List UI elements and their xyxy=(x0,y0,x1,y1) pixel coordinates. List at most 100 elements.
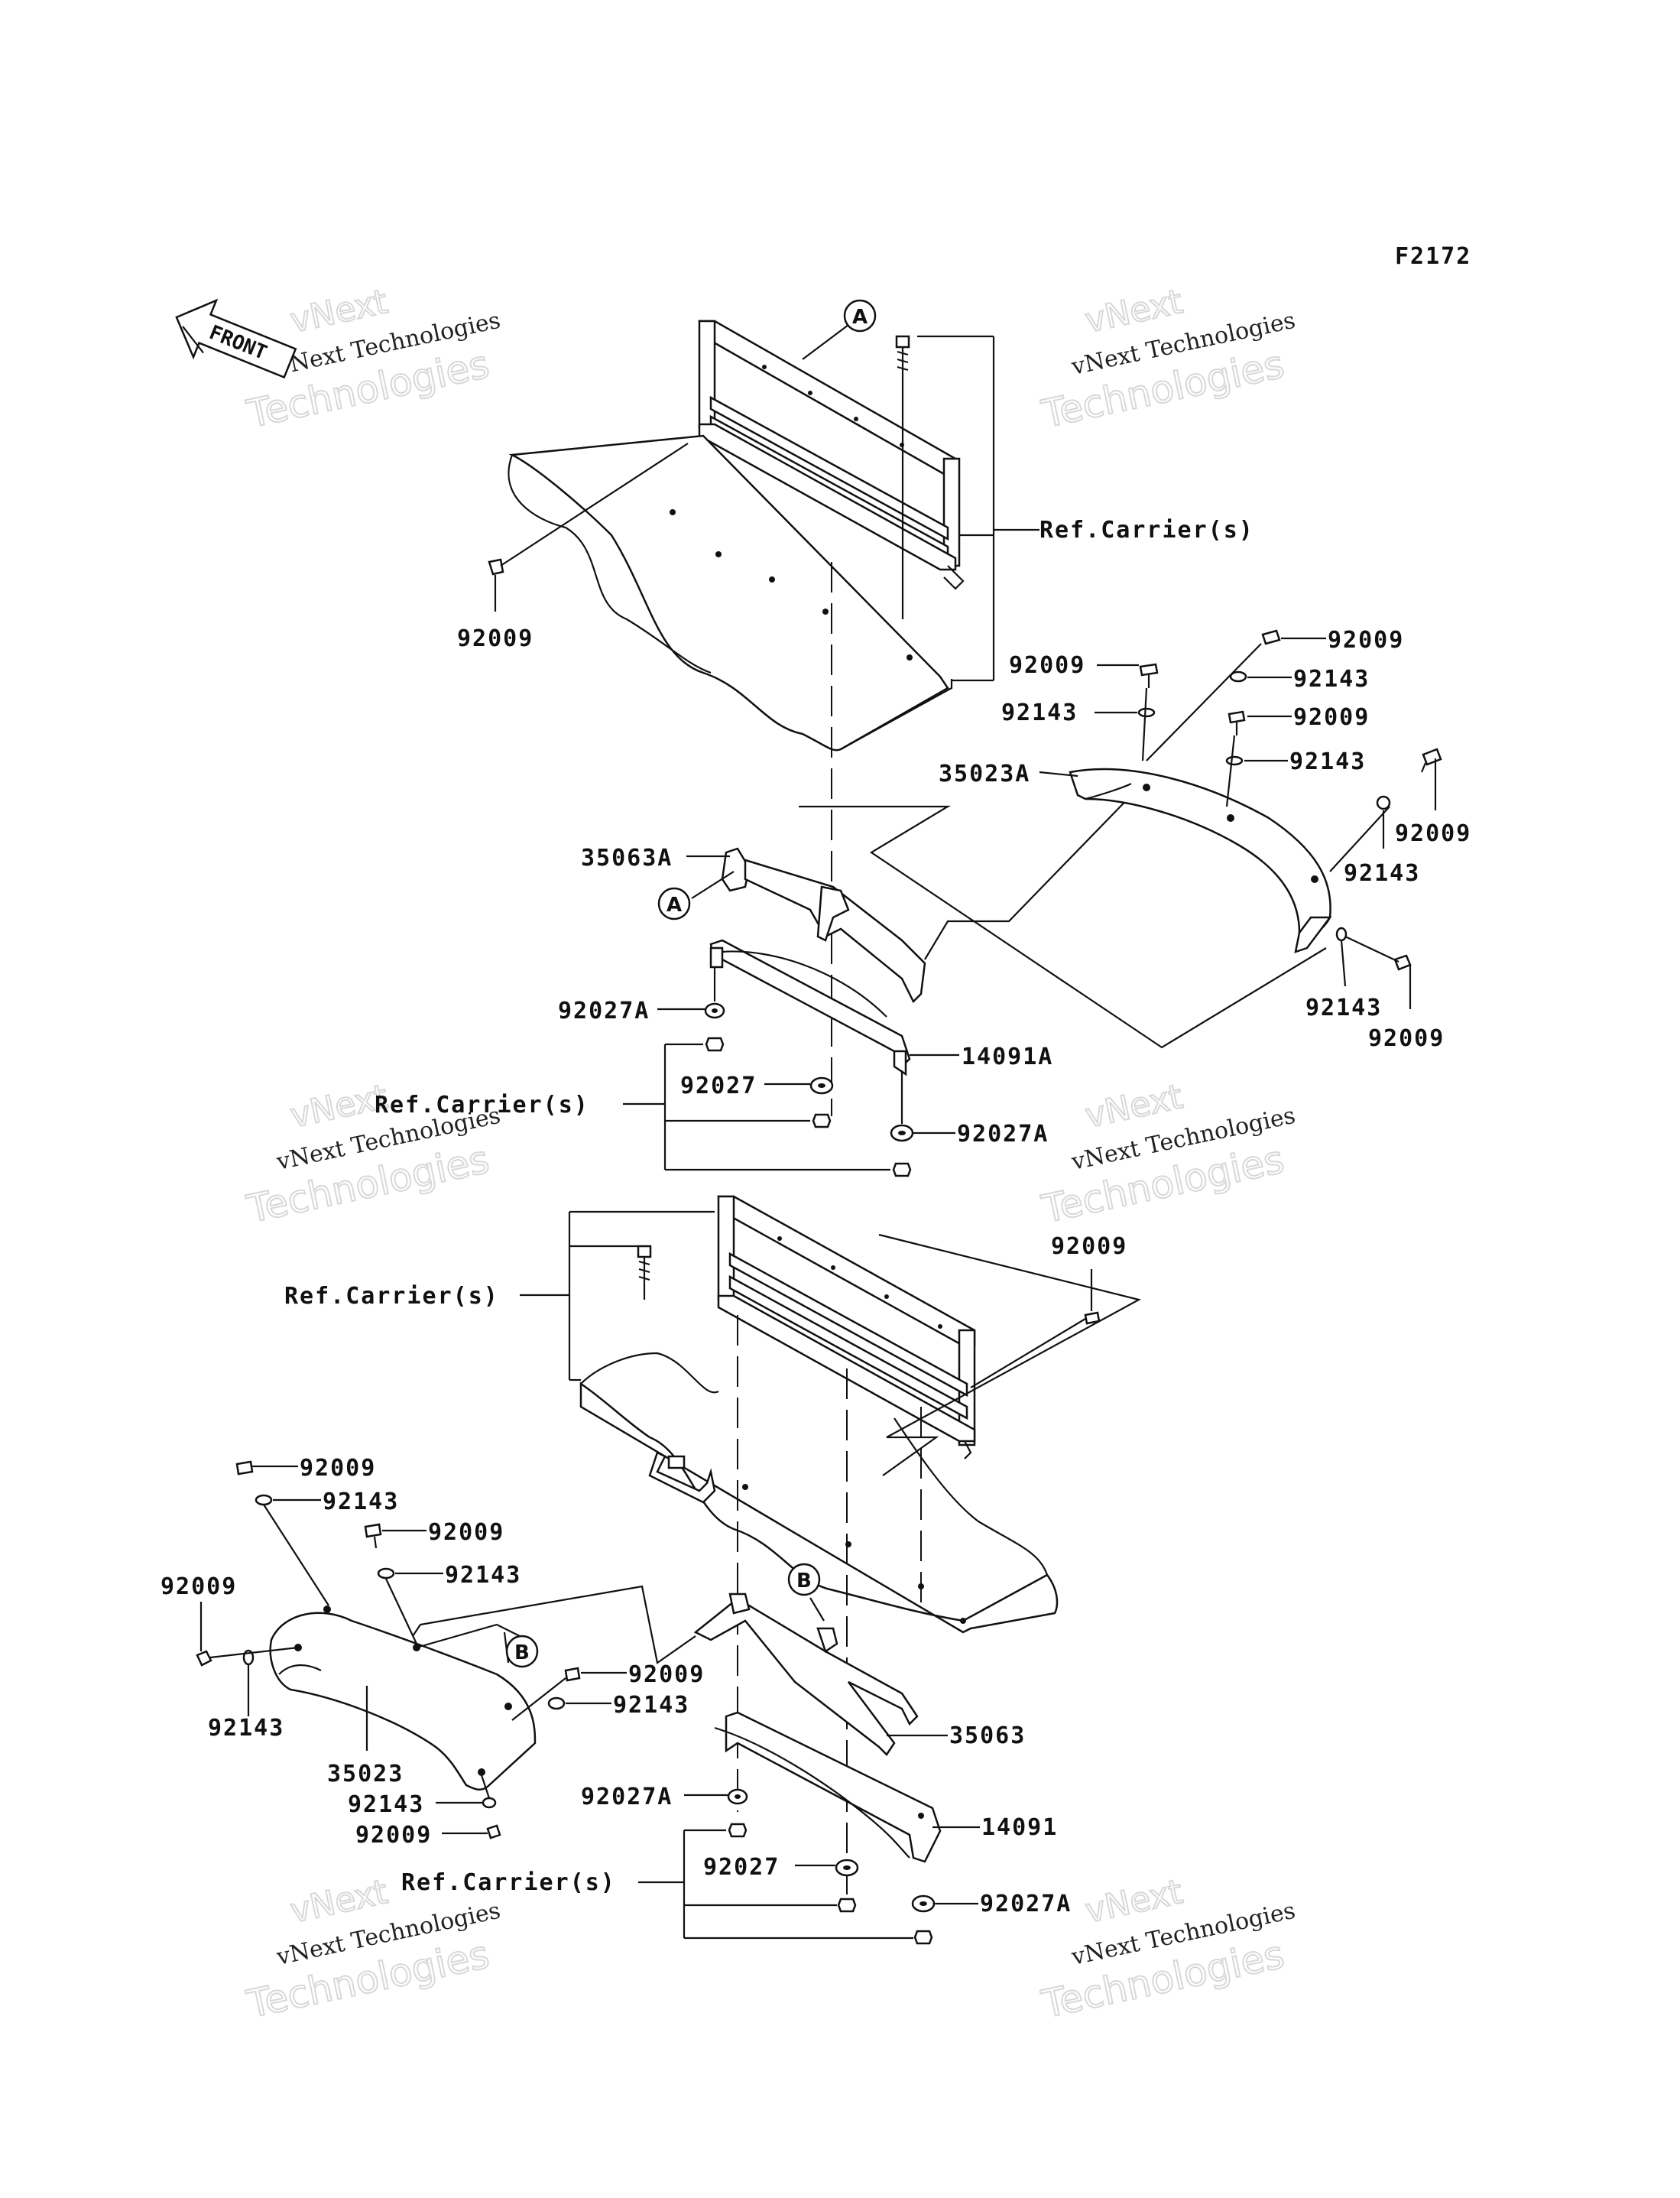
front-arrow-icon: FRONT xyxy=(175,298,297,379)
screw-92009-ur-2 xyxy=(1261,629,1281,645)
screw-92009-ll-5 xyxy=(486,1824,501,1839)
ref-carrier-bracket-bottom xyxy=(638,1829,913,1940)
bracket-35063A xyxy=(721,847,926,1004)
svg-text:vNext: vNext xyxy=(287,1872,391,1931)
axis-ll-3 xyxy=(209,1646,299,1659)
label-14091: 14091 xyxy=(981,1814,1058,1841)
nut-lower-left xyxy=(728,1823,748,1838)
label-92143-ll-5: 92143 xyxy=(348,1791,424,1818)
ref-carrier-label-lower: Ref.Carrier(s) xyxy=(284,1283,499,1310)
guide-line-lower xyxy=(878,1233,1142,1476)
upper-carrier-frame xyxy=(698,320,965,590)
label-92009-lower-right: 92009 xyxy=(1051,1233,1127,1260)
label-92143-ll-4: 92143 xyxy=(613,1692,689,1719)
label-92027-upper: 92027 xyxy=(680,1073,757,1099)
washer-92143-ll-4 xyxy=(547,1696,566,1710)
axis-ur-1 xyxy=(1141,687,1148,761)
stay-14091 xyxy=(714,1711,942,1863)
watermark-bottom-right: vNext vNext Technologies Technologies xyxy=(1037,1872,1298,2028)
guide-line-upper-2 xyxy=(924,787,1140,960)
guide-line-upper xyxy=(799,805,1327,1049)
ref-carrier-bracket-lower xyxy=(520,1210,715,1381)
fender-35023A xyxy=(1069,768,1332,953)
ref-carrier-label-mid: Ref.Carrier(s) xyxy=(375,1092,589,1118)
screw-92009-ur-5 xyxy=(1393,954,1412,971)
washer-92027A-lower-right xyxy=(911,1894,936,1913)
label-92009-ll-4: 92009 xyxy=(628,1661,705,1688)
label-92009-upper-left: 92009 xyxy=(457,625,534,652)
screw-92009-ll-4 xyxy=(564,1667,581,1682)
washer-92143-ur-4 xyxy=(1376,795,1391,810)
label-92009-ur-4: 92009 xyxy=(1395,820,1471,847)
leader-35023A xyxy=(1039,771,1078,778)
label-92027A-lower-right: 92027A xyxy=(980,1891,1072,1917)
washer-92143-ll-1 xyxy=(255,1494,273,1506)
svg-text:vNext: vNext xyxy=(1082,1872,1185,1931)
label-92027A-lower-left: 92027A xyxy=(581,1784,673,1810)
label-92143-ll-2: 92143 xyxy=(445,1562,521,1589)
bracket-35063 xyxy=(693,1592,919,1756)
label-35023A: 35023A xyxy=(939,761,1030,787)
label-92143-ur-5: 92143 xyxy=(1305,995,1382,1021)
svg-text:vNext: vNext xyxy=(287,282,391,341)
label-92027-lower: 92027 xyxy=(703,1854,780,1881)
label-92009-ll-2: 92009 xyxy=(428,1519,504,1546)
washer-92027-lower xyxy=(835,1859,859,1877)
washer-92027A-upper-right xyxy=(890,1124,914,1142)
label-92143-ur-1: 92143 xyxy=(1001,700,1078,726)
label-35063A: 35063A xyxy=(581,845,673,872)
label-92009-ur-5: 92009 xyxy=(1368,1025,1445,1052)
washer-92143-ur-2 xyxy=(1229,670,1247,683)
watermark-mid-left: vNext vNext Technologies Technologies xyxy=(242,1076,503,1232)
svg-text:vNext: vNext xyxy=(1082,282,1185,341)
axis-92009-lower-right xyxy=(970,1318,1086,1388)
nut-upper-center xyxy=(812,1113,832,1128)
label-92143-ll-3: 92143 xyxy=(208,1715,284,1742)
label-92143-ur-4: 92143 xyxy=(1344,860,1420,887)
label-92143-ur-2: 92143 xyxy=(1293,666,1370,693)
label-92009-ur-1: 92009 xyxy=(1009,652,1085,679)
label-92027A-upper-right: 92027A xyxy=(957,1121,1049,1148)
label-92143-ur-3: 92143 xyxy=(1289,748,1366,775)
svg-text:A: A xyxy=(852,306,868,329)
upper-cover-panel xyxy=(508,434,953,752)
label-92143-ll-1: 92143 xyxy=(323,1489,399,1515)
svg-text:B: B xyxy=(514,1641,530,1664)
circle-ref-b-left: B xyxy=(503,1631,539,1668)
leader-92143-ur-5 xyxy=(1340,940,1347,987)
label-92009-ur-3: 92009 xyxy=(1293,704,1370,731)
axis-ll-2 xyxy=(385,1578,417,1644)
svg-text:vNext: vNext xyxy=(1082,1077,1185,1136)
stay-14091A xyxy=(709,939,911,1076)
circle-ref-a-lower: A xyxy=(657,871,735,920)
ref-carrier-bracket-top xyxy=(901,335,1039,682)
washer-92143-ur-1 xyxy=(1137,707,1156,718)
screw-92009-ll-1 xyxy=(235,1460,254,1476)
watermark-top-right: vNext vNext Technologies Technologies xyxy=(1037,281,1298,437)
nut-upper-right xyxy=(892,1162,912,1177)
lower-frame-bolt xyxy=(637,1245,652,1300)
axis-ll-4 xyxy=(511,1677,566,1721)
washer-92027A-upper-left xyxy=(704,1002,725,1019)
circle-ref-a-upper: A xyxy=(802,299,877,360)
circle-ref-b-right: B xyxy=(787,1563,825,1622)
figure-id: F2172 xyxy=(1395,243,1471,270)
washer-92027A-lower-left xyxy=(727,1788,748,1805)
upper-frame-bolt xyxy=(895,335,910,378)
washer-92143-ur-5 xyxy=(1335,927,1348,942)
ref-carrier-bracket-mid xyxy=(623,1043,890,1171)
axis-ur-2 xyxy=(1146,643,1262,761)
ref-carrier-label-bottom: Ref.Carrier(s) xyxy=(401,1869,616,1896)
watermark-mid-right: vNext vNext Technologies Technologies xyxy=(1037,1076,1298,1232)
screw-92009-ur-4 xyxy=(1420,748,1442,773)
axis-ll-1 xyxy=(263,1504,329,1606)
nut-lower-center xyxy=(837,1898,857,1913)
nut-upper-left xyxy=(705,1037,725,1052)
washer-92143-ll-2 xyxy=(377,1567,395,1580)
guide-line-lower-2 xyxy=(412,1585,696,1664)
nut-lower-right xyxy=(913,1930,933,1945)
guide-fender-35023 xyxy=(416,1623,521,1649)
lower-handle xyxy=(648,1451,716,1504)
svg-text:B: B xyxy=(796,1570,812,1592)
